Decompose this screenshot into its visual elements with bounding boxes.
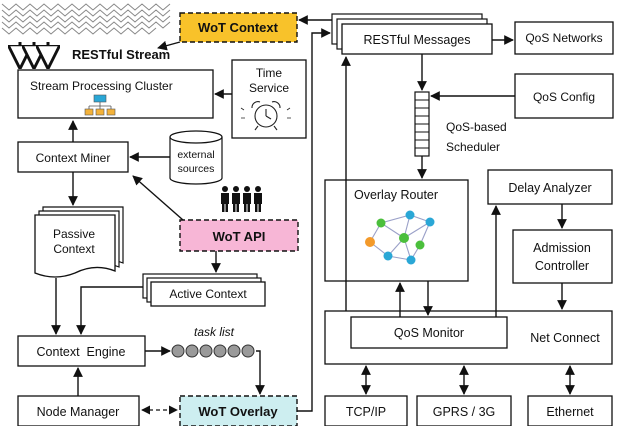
time-service-label-1: Time [256,66,283,80]
qos-config-label: QoS Config [533,90,595,104]
ethernet-label: Ethernet [546,405,594,419]
wot-api-label: WoT API [213,229,266,244]
overlay-router-box[interactable] [324,179,469,282]
qos-config-box[interactable] [514,73,614,119]
context-miner-box[interactable] [17,141,129,173]
admission-controller-label-1: Admission [533,241,591,255]
wot-overlay-box[interactable] [179,395,298,426]
task-list-label: task list [194,325,235,339]
node-manager-label: Node Manager [37,405,120,419]
qos-monitor-label: QoS Monitor [394,326,464,340]
network-cluster-icon [84,94,116,116]
admission-controller-label-2: Controller [535,259,589,273]
external-sources-label-1: external [177,149,214,161]
gprs-3g-label: GPRS / 3G [433,405,496,419]
alarm-clock-icon [240,101,291,131]
stream-processing-cluster-box[interactable] [17,69,214,119]
restful-messages-stack [331,13,493,55]
wot-context-label: WoT Context [198,20,279,35]
context-engine-label: Context Engine [37,345,126,359]
qos-scheduler-label-1: QoS-based [446,120,507,134]
wot-api-box[interactable] [179,219,299,252]
tcp-ip-label: TCP/IP [346,405,386,419]
passive-context-label-1: Passive [53,227,95,241]
node-manager-box[interactable] [17,395,140,426]
wot-context-box[interactable] [179,12,298,43]
people-group-icon [221,186,262,212]
admission-controller-box[interactable] [512,229,613,284]
qos-scheduler-label-2: Scheduler [446,140,500,154]
ethernet-box[interactable] [527,395,613,426]
restful-stream-label: RESTful Stream [72,47,170,62]
external-sources-label-2: sources [178,163,215,175]
scheduler-queue [414,91,430,157]
task-list-queue [171,344,255,358]
tcp-ip-box[interactable] [324,395,408,426]
qos-monitor-box[interactable] [350,316,508,349]
passive-context-stack [34,206,124,278]
qos-networks-label: QoS Networks [525,31,602,45]
restful-messages-label: RESTful Messages [364,33,471,47]
passive-context-label-2: Context [53,242,95,256]
overlay-router-label: Overlay Router [354,188,438,202]
qos-networks-box[interactable] [514,21,614,55]
delay-analyzer-label: Delay Analyzer [508,181,591,195]
time-service-label-2: Service [249,81,289,95]
connectors [51,15,575,415]
context-miner-label: Context Miner [36,151,111,165]
wot-overlay-label: WoT Overlay [198,404,278,419]
time-service-box[interactable] [231,59,307,139]
overlay-graph-icon [365,210,435,265]
delay-analyzer-box[interactable] [487,169,613,205]
stream-down-arrows [20,42,48,64]
stream-processing-cluster-label: Stream Processing Cluster [30,79,173,93]
database-cylinder-icon [169,130,223,185]
context-engine-box[interactable] [17,335,146,367]
active-context-label: Active Context [169,287,247,301]
gprs-3g-box[interactable] [416,395,512,426]
wave-stream-icon [1,3,171,35]
net-connect-label: Net Connect [530,331,600,345]
active-context-stack [142,273,266,307]
